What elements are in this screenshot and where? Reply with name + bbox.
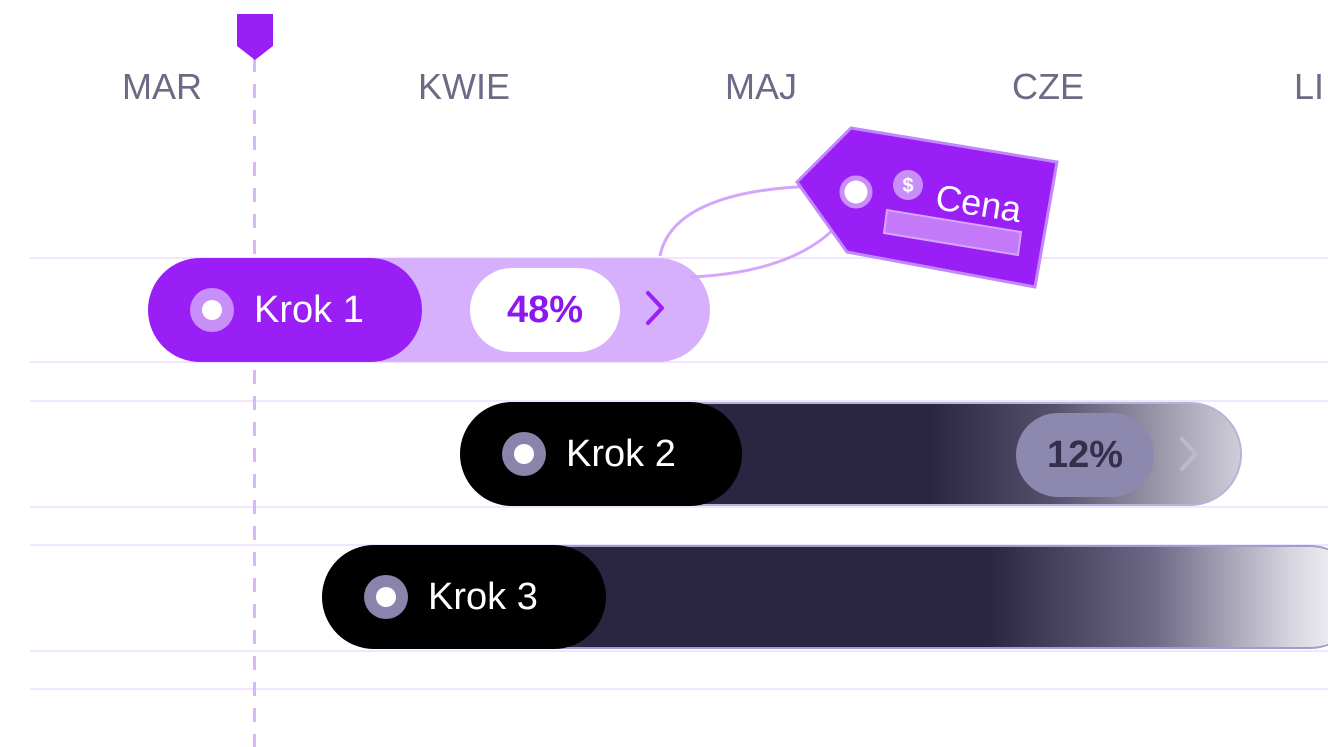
month-label-lip: LI xyxy=(1294,66,1325,107)
dollar-icon xyxy=(893,170,923,200)
row-divider xyxy=(30,650,1328,652)
progress-badge-2: 12% xyxy=(1016,413,1154,497)
step-bar-2[interactable]: Krok 2 12% xyxy=(460,402,1242,506)
row-divider xyxy=(30,688,1328,690)
dollar-icon-symbol: $ xyxy=(902,175,913,197)
step-label-2: Krok 2 xyxy=(566,432,676,475)
tag-string xyxy=(689,194,860,279)
row-divider xyxy=(30,361,1328,363)
month-label-mar: MAR xyxy=(122,66,202,107)
today-marker-icon[interactable] xyxy=(235,14,275,60)
tag-string xyxy=(658,184,819,257)
tag-hole xyxy=(839,175,873,209)
chevron-right-icon[interactable] xyxy=(642,288,668,328)
step-status-dot-icon xyxy=(364,575,408,619)
step-status-dot-icon xyxy=(190,288,234,332)
step-head-1[interactable]: Krok 1 xyxy=(148,258,422,362)
step-head-3[interactable]: Krok 3 xyxy=(322,545,606,649)
step-label-1: Krok 1 xyxy=(254,288,364,331)
step-label-3: Krok 3 xyxy=(428,575,538,618)
step-status-dot-icon xyxy=(502,432,546,476)
step-bar-1[interactable]: Krok 1 48% xyxy=(148,258,710,362)
row-divider xyxy=(30,506,1328,508)
progress-badge-1: 48% xyxy=(470,268,620,352)
price-tag-label: Cena xyxy=(932,176,1025,231)
step-bar-3[interactable]: Krok 3 xyxy=(322,545,1328,649)
month-label-cze: CZE xyxy=(1012,66,1084,107)
month-label-kwie: KWIE xyxy=(418,66,511,107)
step-head-2[interactable]: Krok 2 xyxy=(460,402,742,506)
row-divider xyxy=(30,400,1328,402)
row-divider xyxy=(30,257,1328,259)
today-line xyxy=(253,58,256,747)
chevron-right-icon[interactable] xyxy=(1176,434,1202,474)
month-label-maj: MAJ xyxy=(725,66,797,107)
